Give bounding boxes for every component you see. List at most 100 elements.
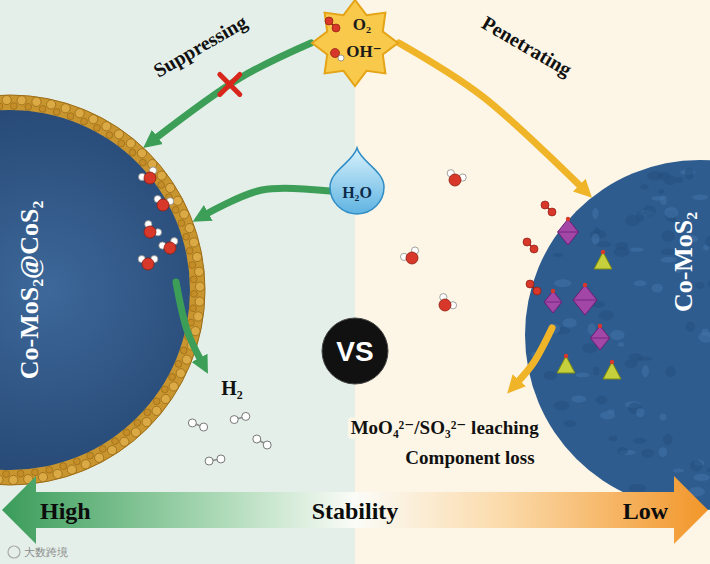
surface-texture: [599, 310, 614, 320]
surface-texture: [641, 449, 654, 458]
oxygen-atom: [601, 250, 605, 254]
moo4-octahedron: [544, 291, 562, 313]
surface-texture: [707, 468, 710, 473]
shell-grain: [114, 130, 123, 139]
shell-grain: [175, 361, 182, 368]
surface-texture: [652, 284, 663, 293]
surface-texture: [665, 366, 675, 377]
shell-grain: [166, 183, 175, 192]
surface-texture: [554, 401, 569, 411]
shell-grain: [106, 132, 113, 139]
hydrogen-atom: [188, 419, 196, 427]
hydrogen-atom: [205, 457, 213, 465]
octahedron-edge: [544, 302, 562, 303]
shell-grain: [10, 103, 17, 110]
shell-grain: [161, 394, 170, 403]
shell-grain: [158, 182, 165, 189]
shell-grain: [152, 406, 161, 415]
surface-texture: [630, 247, 644, 251]
surface-texture: [618, 342, 625, 346]
shell-grain: [194, 312, 203, 321]
surface-texture: [698, 332, 710, 343]
watermark-logo: [8, 546, 20, 558]
shell-grain: [195, 282, 204, 291]
shell-grain: [67, 465, 76, 474]
shell-grain: [0, 475, 3, 484]
shell-grain: [75, 109, 84, 118]
shell-grain: [190, 305, 197, 312]
surface-texture: [690, 460, 703, 472]
water-molecule: [439, 294, 457, 311]
shell-grain: [144, 409, 151, 416]
shell-grain: [9, 475, 18, 484]
surface-texture: [636, 408, 644, 417]
shell-grain: [185, 224, 194, 233]
surface-texture: [685, 168, 694, 180]
hydrogen-atom: [253, 435, 261, 443]
hydrogen-atom: [230, 416, 238, 424]
shell-grain: [94, 124, 101, 131]
surface-texture: [637, 357, 653, 361]
oxygen-atom: [548, 208, 556, 216]
shell-grain: [123, 429, 130, 436]
surface-texture: [651, 196, 664, 201]
oxygen-atom: [530, 245, 538, 253]
double-arrow-shape: [2, 476, 708, 544]
water-drop: H₂O: [330, 148, 384, 214]
shell-grain: [38, 473, 47, 482]
shell-grain: [137, 149, 146, 158]
node-text: Co-MoS₂: [670, 212, 699, 312]
so3-tetrahedron: [603, 362, 621, 379]
shell-grain: [178, 220, 185, 227]
shell-grain: [139, 159, 146, 166]
shell-grain: [32, 469, 39, 476]
shell-grain: [161, 386, 168, 393]
so3-tetrahedron: [557, 356, 575, 373]
shell-grain: [169, 382, 178, 391]
drop-shape: [330, 148, 384, 214]
oxygen-atom: [564, 354, 568, 358]
leaching-arrow: [518, 328, 552, 382]
shell-grain: [189, 238, 198, 247]
flow-arrow: [207, 188, 330, 213]
oxygen-atom: [566, 217, 570, 221]
oxygen-atom: [551, 289, 555, 293]
surface-texture: [563, 318, 577, 327]
surface-texture: [692, 194, 708, 199]
water-molecule: [159, 238, 178, 254]
shell-grain: [182, 355, 191, 364]
hydrogen-atom: [242, 412, 250, 420]
shell-grain: [176, 369, 185, 378]
surface-texture: [593, 367, 600, 376]
shell-grain: [173, 196, 182, 205]
block-cross: [220, 74, 240, 94]
shell-grain: [53, 469, 62, 478]
oxygen-atom: [523, 238, 531, 246]
shell-grain: [81, 460, 90, 469]
shell-grain: [183, 233, 190, 240]
oxygen-atom: [406, 252, 418, 264]
surface-texture: [582, 343, 597, 353]
water-molecule: [447, 170, 466, 186]
shell-grain: [2, 95, 11, 104]
water-molecule: [144, 221, 162, 238]
shell-grain: [39, 106, 46, 113]
surface-texture: [693, 474, 710, 481]
shell-grain: [118, 140, 125, 147]
moo4-octahedron: [590, 326, 609, 350]
oxygen-atom: [164, 242, 176, 254]
core-shell-particle: Co-MoS₂@CoS₂: [0, 95, 205, 485]
surface-texture: [673, 469, 685, 473]
surface-texture: [705, 236, 710, 247]
leaching-label: MoO₄²⁻/SO₃²⁻ leaching: [348, 418, 542, 439]
cos2-shell: [0, 95, 205, 485]
oxygen-atom: [541, 201, 549, 209]
surface-texture: [592, 233, 600, 244]
particle-body: [525, 160, 710, 510]
bare-particle: Co-MoS₂: [525, 160, 710, 510]
shell-grain: [87, 452, 94, 459]
loss-label: Component loss: [402, 448, 537, 469]
shell-grain: [157, 171, 166, 180]
shell-grain: [95, 453, 104, 462]
surface-texture: [596, 396, 608, 405]
